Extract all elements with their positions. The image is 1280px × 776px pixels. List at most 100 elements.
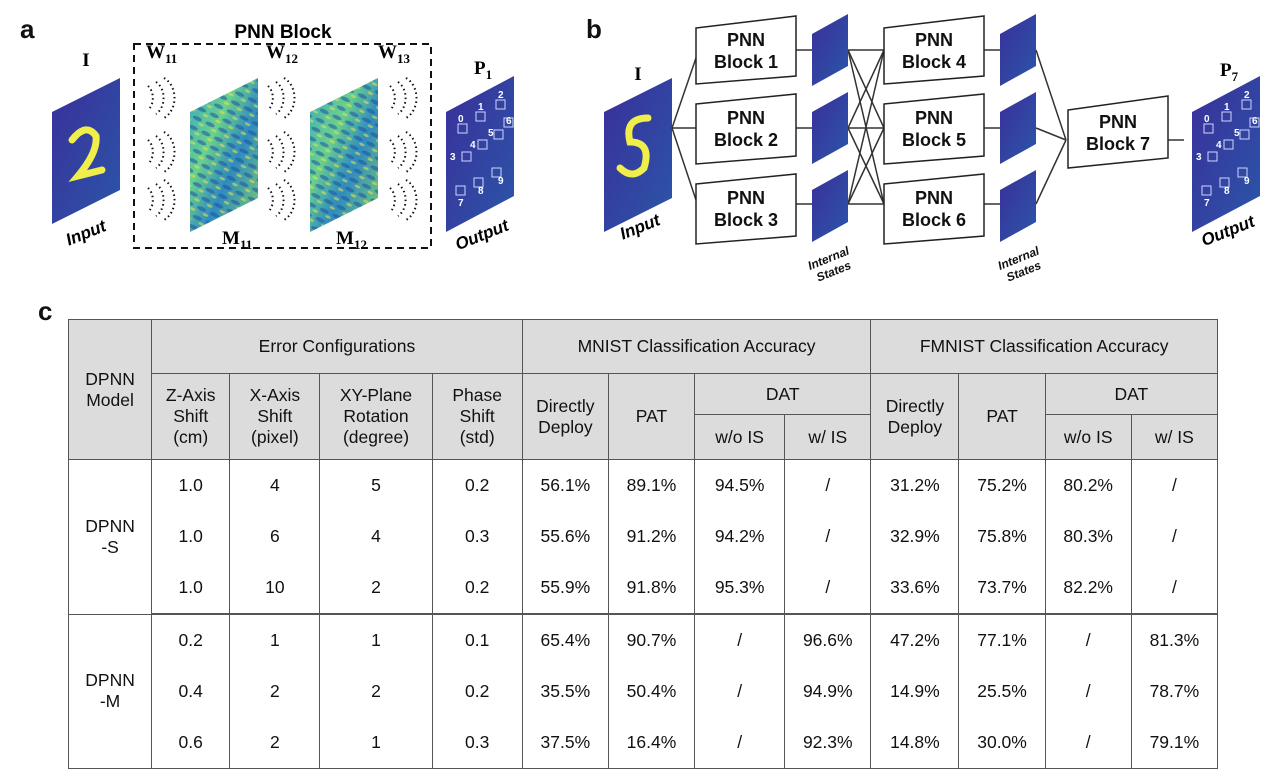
table-cell: 65.4% (521, 613, 609, 666)
input-image-b (604, 78, 672, 232)
digit-label: 9 (1244, 176, 1250, 187)
digit-label: 6 (1252, 116, 1258, 127)
connections (671, 49, 1184, 205)
header-fmnist: FMNIST Classification Accuracy (870, 319, 1218, 374)
table-cell: 91.8% (607, 562, 696, 615)
table-cell: 0.2 (431, 666, 523, 717)
table-cell: 80.3% (1044, 511, 1132, 562)
header-model: DPNN Model (67, 319, 153, 460)
input-caption-a: Input (63, 216, 110, 250)
pnn-block-outline (133, 43, 432, 249)
digit-label: 7 (1204, 198, 1210, 209)
table-cell: 0.3 (431, 717, 523, 769)
digit-label: 2 (498, 90, 504, 101)
input-symbol-a: I (82, 50, 89, 71)
model-cell: DPNN -S (67, 459, 153, 615)
header-mnist-dat: DAT (694, 373, 872, 415)
table-cell: 91.2% (607, 511, 696, 562)
table-cell: 47.2% (870, 613, 960, 666)
table-cell: 37.5% (521, 717, 609, 769)
table-cell: 14.8% (870, 717, 960, 769)
header-fmnist-dat: DAT (1044, 373, 1219, 415)
table-cell: 0.2 (431, 459, 523, 511)
table-cell: 32.9% (870, 511, 960, 562)
table-cell: 2 (229, 717, 321, 769)
table-cell: 0.6 (151, 717, 231, 769)
table-cell: 56.1% (521, 459, 609, 511)
table-cell: / (1130, 459, 1219, 511)
table-cell: 96.6% (784, 613, 872, 666)
table-cell: 25.5% (958, 666, 1046, 717)
digit-label: 2 (1244, 90, 1250, 101)
table-cell: / (1130, 562, 1219, 615)
wave-arcs-w13 (389, 77, 418, 221)
output-symbol-a: P1 (474, 58, 492, 82)
input-symbol-b: I (634, 64, 641, 85)
table-cell: 77.1% (958, 613, 1046, 666)
digit-label: 6 (506, 116, 512, 127)
input-image (52, 78, 120, 224)
table-cell: 78.7% (1130, 666, 1219, 717)
internal-states-caption-2: InternalStates (996, 243, 1047, 285)
table-cell: / (694, 666, 786, 717)
table-cell: / (1130, 511, 1219, 562)
header-z-shift: Z-Axis Shift (cm) (151, 373, 231, 460)
table-cell: 94.5% (694, 459, 786, 511)
output-detector-regions (455, 99, 514, 196)
results-table: DPNN Model Error Configurations MNIST Cl… (67, 319, 1219, 769)
table-cell: / (1044, 717, 1132, 769)
header-xy-rotation: XY-Plane Rotation (degree) (319, 373, 433, 460)
table-cell: 2 (319, 666, 433, 717)
input-digit-b (616, 114, 652, 178)
table-cell: 1 (319, 717, 433, 769)
table-cell: 1 (319, 613, 433, 666)
table-cell: 75.8% (958, 511, 1046, 562)
table-cell: 94.2% (694, 511, 786, 562)
table-cell: / (694, 613, 786, 666)
header-fmnist-pat: PAT (958, 373, 1046, 460)
header-fmnist-direct: Directly Deploy (870, 373, 960, 460)
table-cell: 81.3% (1130, 613, 1219, 666)
digit-label: 9 (498, 176, 504, 187)
output-image-b (1192, 76, 1260, 232)
table-cell: 50.4% (607, 666, 696, 717)
header-mnist-wo-is: w/o IS (694, 414, 786, 460)
digit-label: 1 (1224, 102, 1230, 113)
panel-a-label: a (20, 14, 35, 44)
digit-label: 3 (450, 152, 456, 163)
table-cell: / (694, 717, 786, 769)
pnn-block-1-shape (695, 15, 797, 85)
panel-a-figure: PNN Block I Input Output P1 W11 W12 W13 … (52, 22, 514, 254)
table-cell: 4 (319, 511, 433, 562)
table-cell: 35.5% (521, 666, 609, 717)
table-cell: 5 (319, 459, 433, 511)
table-cell: / (1044, 666, 1132, 717)
table-cell: 80.2% (1044, 459, 1132, 511)
table-cell: 10 (229, 562, 321, 615)
header-phase-shift: Phase Shift (std) (431, 373, 523, 460)
table-cell: 55.9% (521, 562, 609, 615)
header-mnist-direct: Directly Deploy (521, 373, 609, 460)
weight-label-w13: W13 (378, 42, 411, 66)
input-digit (68, 126, 106, 182)
weight-label-w12: W12 (266, 42, 298, 66)
pnn-block-title: PNN Block (234, 22, 332, 43)
output-symbol-b: P7 (1220, 60, 1239, 84)
table-cell: 1.0 (151, 511, 231, 562)
digit-label: 7 (458, 198, 464, 209)
digit-label: 4 (470, 140, 476, 151)
table-cell: 1.0 (151, 562, 231, 615)
header-error-configs: Error Configurations (151, 319, 523, 374)
table-cell: 82.2% (1044, 562, 1132, 615)
output-image (446, 76, 514, 232)
table-cell: 55.6% (521, 511, 609, 562)
digit-label: 5 (488, 128, 494, 139)
digit-label: 3 (1196, 152, 1202, 163)
digit-label: 8 (478, 186, 484, 197)
